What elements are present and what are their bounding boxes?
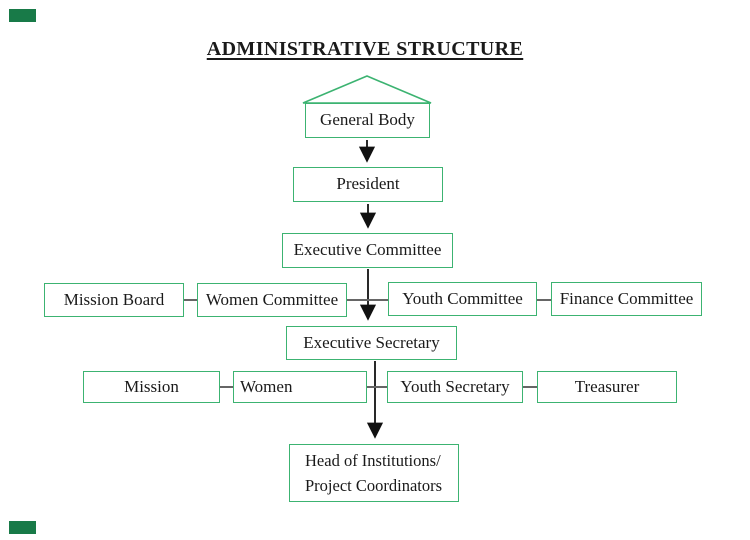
node-finance-committee: Finance Committee	[551, 282, 702, 316]
node-youth-secretary: Youth Secretary	[387, 371, 523, 403]
node-women-committee: Women Committee	[197, 283, 347, 317]
node-youth-committee: Youth Committee	[388, 282, 537, 316]
node-mission: Mission	[83, 371, 220, 403]
page-corner-mark-bottom	[9, 521, 36, 534]
node-executive-secretary: Executive Secretary	[286, 326, 457, 360]
node-president: President	[293, 167, 443, 202]
head-of-institutions-line2: Project Coordinators	[305, 476, 443, 495]
node-head-of-institutions: Head of Institutions/ Project Coordinato…	[289, 444, 459, 502]
head-of-institutions-line1: Head of Institutions/	[305, 451, 441, 470]
node-general-body: General Body	[305, 103, 430, 138]
page-title: ADMINISTRATIVE STRUCTURE	[206, 38, 524, 60]
node-treasurer: Treasurer	[537, 371, 677, 403]
roof-shape	[302, 75, 432, 104]
page-corner-mark-top	[9, 9, 36, 22]
node-women: Women	[233, 371, 367, 403]
node-mission-board: Mission Board	[44, 283, 184, 317]
node-executive-committee: Executive Committee	[282, 233, 453, 268]
